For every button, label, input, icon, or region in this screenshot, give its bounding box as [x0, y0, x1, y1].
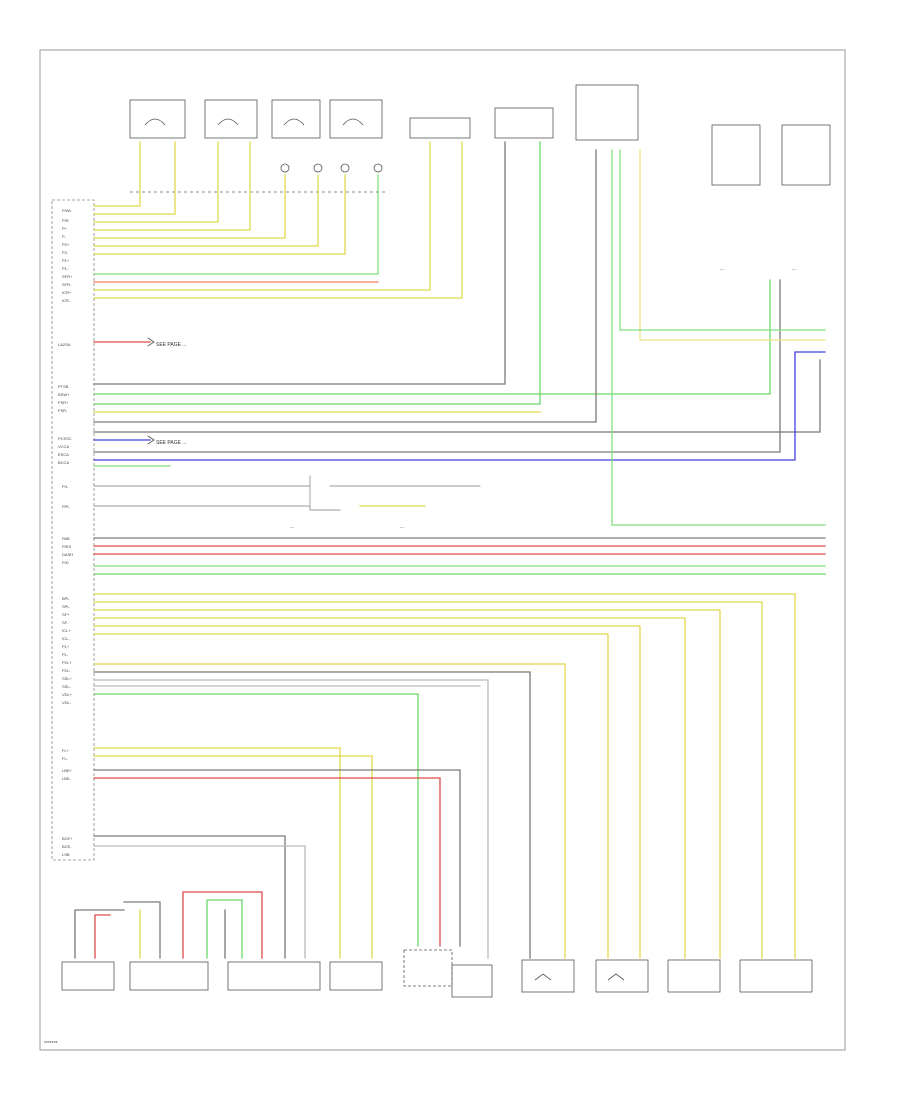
svg-text:LBE-: LBE-: [62, 776, 72, 781]
svg-text:SSL-: SSL-: [62, 684, 72, 689]
svg-text:VDL-: VDL-: [62, 700, 72, 705]
svg-text:P/R: P/R: [62, 218, 69, 223]
svg-text:PAB: PAB: [62, 536, 70, 541]
svg-text:DASH: DASH: [62, 552, 73, 557]
svg-text:PL-: PL-: [62, 652, 69, 657]
svg-text:P2+: P2+: [62, 242, 70, 247]
svg-text:P/D: P/D: [62, 560, 69, 565]
svg-text:SF+: SF+: [62, 612, 70, 617]
svg-text:VDL+: VDL+: [62, 692, 73, 697]
svg-text:VCCA: VCCA: [58, 444, 69, 449]
annotation-labels: SEE PAGE ... SEE PAGE ... ... ... ... ..…: [156, 266, 796, 530]
svg-text:FSR-: FSR-: [58, 408, 68, 413]
svg-text:P2L-: P2L-: [62, 668, 71, 673]
top-components: [129, 84, 831, 193]
page-id: *******: [44, 1041, 58, 1047]
svg-text:PL+: PL+: [62, 644, 70, 649]
svg-text:FSR+: FSR+: [58, 400, 69, 405]
svg-text:ESCA: ESCA: [58, 452, 69, 457]
svg-text:P+: P+: [62, 226, 68, 231]
svg-text:BSW+: BSW+: [58, 392, 70, 397]
bottom-components: [61, 949, 813, 998]
svg-text:LSB: LSB: [62, 852, 70, 857]
svg-text:FL-: FL-: [62, 756, 69, 761]
svg-text:FL+: FL+: [62, 748, 70, 753]
svg-text:P/WL: P/WL: [62, 208, 73, 213]
airbag-ecu-block: [51, 199, 95, 861]
svg-text:P2L+: P2L+: [62, 660, 72, 665]
svg-text:SSL+: SSL+: [62, 676, 73, 681]
svg-text:...: ...: [290, 524, 294, 530]
svg-text:ICR+: ICR+: [62, 290, 72, 295]
svg-text:BCE-: BCE-: [62, 844, 72, 849]
svg-text:ICL+: ICL+: [62, 628, 71, 633]
svg-text:PTSB: PTSB: [58, 384, 69, 389]
svg-text:ICL-: ICL-: [62, 636, 70, 641]
ecu-pin-labels: P/WL P/R P+ P- P2+ P2- P1+ P1- SFR+ SFR- ICR+…: [58, 208, 73, 857]
svg-text:SFR+: SFR+: [62, 274, 73, 279]
svg-text:SEE PAGE ...: SEE PAGE ...: [156, 342, 186, 348]
svg-text:SFR-: SFR-: [62, 282, 72, 287]
wiring-harness: [74, 141, 826, 959]
diagram-frame: [39, 49, 846, 1051]
svg-text:...: ...: [792, 266, 796, 272]
svg-text:P/ES: P/ES: [62, 544, 71, 549]
svg-text:LBE+: LBE+: [62, 768, 73, 773]
svg-text:SEE PAGE ...: SEE PAGE ...: [156, 440, 186, 446]
svg-text:P-: P-: [62, 234, 67, 239]
svg-text:SPL: SPL: [62, 604, 70, 609]
svg-text:BCCA: BCCA: [58, 460, 69, 465]
svg-text:ICR-: ICR-: [62, 298, 71, 303]
svg-text:P/L: P/L: [62, 484, 69, 489]
svg-text:SF-: SF-: [62, 620, 69, 625]
svg-text:...: ...: [720, 266, 724, 272]
svg-text:PCSSC: PCSSC: [58, 436, 72, 441]
svg-text:P1+: P1+: [62, 258, 70, 263]
svg-text:P2-: P2-: [62, 250, 69, 255]
svg-text:BCE+: BCE+: [62, 836, 73, 841]
svg-text:LA2SA: LA2SA: [58, 342, 71, 347]
svg-text:...: ...: [400, 524, 404, 530]
svg-text:BPL: BPL: [62, 596, 70, 601]
svg-text:P1-: P1-: [62, 266, 69, 271]
svg-text:PPL: PPL: [62, 504, 70, 509]
